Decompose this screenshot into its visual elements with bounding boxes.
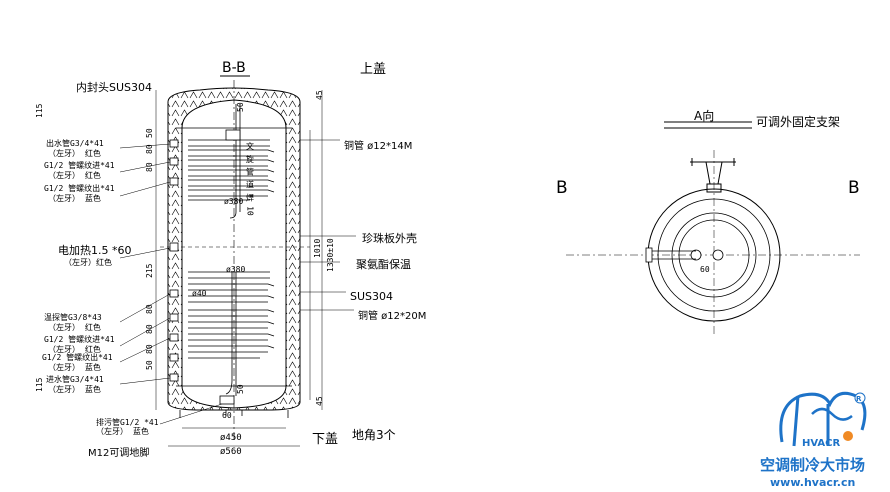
dim-80-a: 80 <box>145 144 154 154</box>
section-mark-b-right: B <box>848 178 860 198</box>
watermark: R HVACR 空调制冷大市场 www.hvacr.cn <box>760 391 867 489</box>
dim-80-e: 80 <box>145 344 154 354</box>
sus304-label: SUS304 <box>350 290 393 303</box>
hvacr-logo-icon: R <box>779 391 867 447</box>
dim-1330: 1330±10 <box>326 238 335 272</box>
section-title: B-B <box>222 60 246 76</box>
hot-water-outlet-label: 出水管G3/4*41 <box>46 138 104 148</box>
section-mark-b-left: B <box>556 178 568 198</box>
svg-text:R: R <box>856 395 862 403</box>
upper-coil <box>188 139 275 201</box>
coil2-outlet-label: G1/2 管螺纹出*41 <box>42 352 113 362</box>
dim-50-b: 50 <box>145 360 154 370</box>
coil1-outlet-label: G1/2 管螺纹出*41 <box>44 183 115 193</box>
inner-head-label: 内封头SUS304 <box>76 80 152 94</box>
bottom-cover-label: 下盖 <box>312 432 338 447</box>
drain-label: 排污管G1/2 *41 <box>96 417 159 427</box>
dim-115-top: 115 <box>35 103 44 118</box>
dim-50-inner-top: 50 <box>236 102 245 112</box>
mid-circle <box>657 198 771 312</box>
dim-60-bottom: 60 <box>222 411 232 420</box>
dim-45-bottom: 45 <box>315 396 324 406</box>
dim-phi380-lower: ø380 <box>226 265 245 274</box>
cold-water-inlet-note: （左牙） 蓝色 <box>48 384 101 394</box>
coil-weld-note: 文 旋 管 道 焊 10 <box>246 141 255 216</box>
watermark-brand: HVACR <box>802 438 841 449</box>
feet <box>179 410 289 418</box>
dim-phi560: ø560 <box>220 447 242 457</box>
temp-probe-note: （左牙） 红色 <box>48 322 101 332</box>
adjustable-bracket-label: 可调外固定支架 <box>756 114 840 129</box>
watermark-title: 空调制冷大市场 <box>760 456 865 474</box>
coil2-inlet-note: （左牙） 红色 <box>48 344 101 354</box>
m12-feet-label: M12可调地脚 <box>88 446 149 459</box>
dim-80-b: 80 <box>145 162 154 172</box>
dim-80-c: 80 <box>145 304 154 314</box>
coil2-outlet-note: （左牙） 蓝色 <box>48 362 101 372</box>
coil1-inlet-label: G1/2 管螺纹进*41 <box>44 160 115 170</box>
dim-50-a: 50 <box>145 128 154 138</box>
coil1-inlet-note: （左牙） 红色 <box>48 170 101 180</box>
core-circle <box>678 219 750 291</box>
copper-pipe-lower-label: 铜管 ø12*20M <box>358 309 426 322</box>
dim-phi450: ø450 <box>220 433 242 443</box>
coil1-outlet-note: （左牙） 蓝色 <box>48 193 101 203</box>
pearl-shell-label: 珍珠板外壳 <box>362 231 417 245</box>
dim-phi40: ø40 <box>192 289 207 298</box>
nozzles <box>169 129 241 405</box>
dim-115-bottom: 115 <box>35 377 44 392</box>
copper-pipe-upper-label: 铜管 ø12*14M <box>344 139 412 152</box>
bracket-icon <box>690 158 736 193</box>
outlet-2 <box>712 249 724 261</box>
dim-45-top: 45 <box>315 90 324 100</box>
dim-50-inner-bottom: 50 <box>236 384 245 394</box>
electric-heater-note: （左牙）红色 <box>64 257 112 267</box>
watermark-url: www.hvacr.cn <box>770 476 855 489</box>
lower-coil <box>188 271 275 359</box>
dim-60-topview: 60 <box>700 265 710 274</box>
cold-water-inlet-label: 进水管G3/4*41 <box>46 374 104 384</box>
temp-probe-label: 温探管G3/8*43 <box>44 312 102 322</box>
inner-circle <box>671 212 757 298</box>
top-cover-label: 上盖 <box>360 62 386 77</box>
view-a-label: A向 <box>694 108 714 123</box>
dim-phi380-upper: ø380 <box>224 197 243 206</box>
drain-note: （左牙） 蓝色 <box>96 426 149 436</box>
dim-80-d: 80 <box>145 324 154 334</box>
hot-water-outlet-note: （左牙） 红色 <box>48 148 101 158</box>
dim-1010: 1010 <box>313 239 322 258</box>
electric-heater-label: 电加热1.5 *60 <box>58 244 132 257</box>
coil2-inlet-label: G1/2 管螺纹进*41 <box>44 334 115 344</box>
feet-count-label: 地角3个 <box>352 428 396 442</box>
section-view <box>119 80 356 447</box>
top-view: A向 可调外固定支架 B B 60 <box>556 108 860 334</box>
pu-insulation-label: 聚氨酯保温 <box>356 257 411 271</box>
dim-215: 215 <box>145 263 154 278</box>
outlet-1 <box>690 249 702 261</box>
